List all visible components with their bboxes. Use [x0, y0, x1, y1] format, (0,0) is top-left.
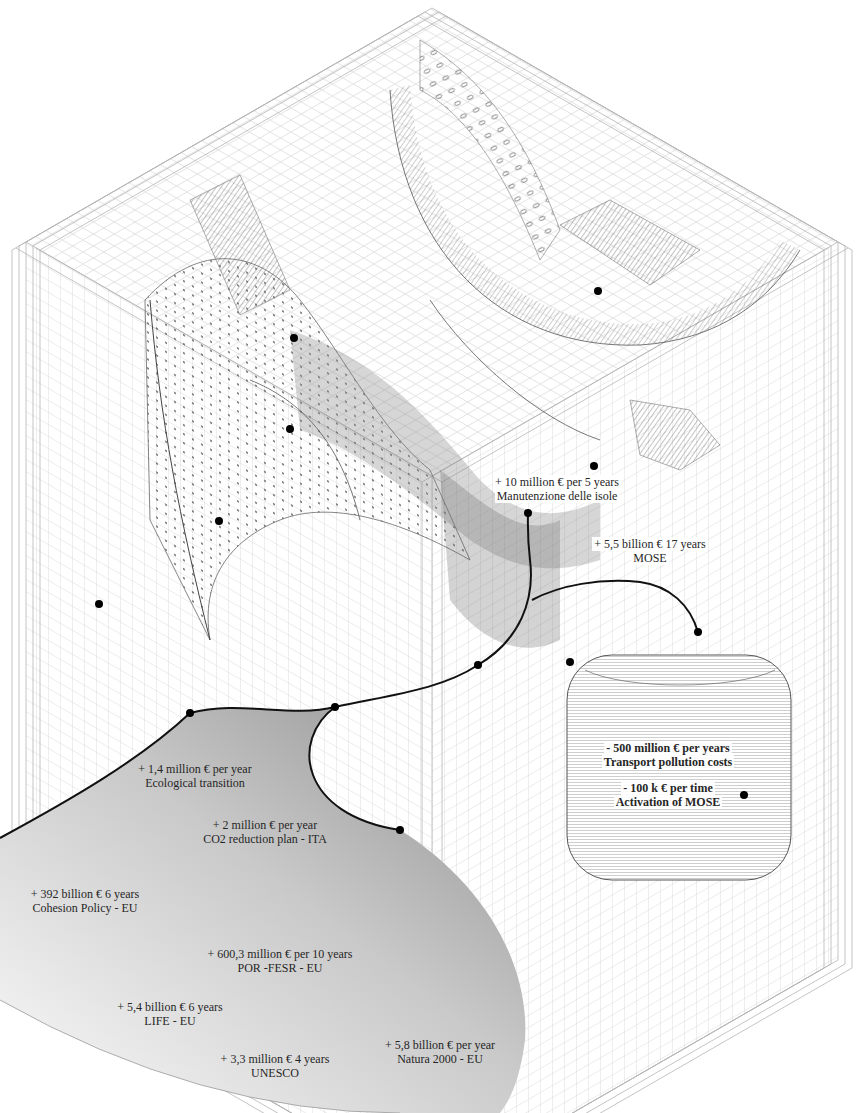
fan-ground: [0, 707, 525, 1113]
cost-box: - 500 million € per yearsTransport pollu…: [565, 650, 795, 885]
funding-text: + 5,8 billion € per year: [385, 1038, 495, 1052]
funding-text: + 5,4 billion € 6 years: [117, 1000, 222, 1014]
cost-label: + 5,5 billion € 17 years: [592, 537, 707, 551]
funding-text: Cohesion Policy - EU: [33, 901, 138, 915]
cost-label: Manutenzione delle isole: [495, 489, 620, 503]
funding-text: Natura 2000 - EU: [397, 1052, 483, 1066]
box-ground: [567, 655, 791, 880]
path-dot: [566, 658, 574, 666]
funding-text: + 600,3 million € per 10 years: [207, 947, 352, 961]
funding-text: Activation of MOSE: [614, 795, 723, 809]
cylinder-outline: [567, 655, 791, 880]
cost-label: + 10 million € per 5 years: [493, 475, 621, 489]
funding-text: + 1,4 million € per year: [138, 762, 251, 776]
funding-fan: + 1,4 million € per yearEcological trans…: [0, 690, 530, 1113]
funding-text: UNESCO: [251, 1066, 299, 1080]
funding-text: Transport pollution costs: [602, 755, 734, 769]
funding-text: - 500 million € per years: [604, 741, 731, 755]
path-dot: [331, 703, 339, 711]
funding-text: POR -FESR - EU: [237, 961, 322, 975]
fan-border: [0, 707, 400, 838]
path-dot: [396, 826, 404, 834]
funding-text: + 2 million € per year: [213, 818, 317, 832]
cylinder-rim: [585, 670, 775, 685]
funding-text: Ecological transition: [145, 776, 245, 790]
cost-label: MOSE: [631, 551, 668, 565]
funding-text: - 100 k € per time: [621, 781, 714, 795]
path-dot: [740, 791, 748, 799]
funding-text: CO2 reduction plan - ITA: [203, 832, 327, 846]
funding-text: + 3,3 million € 4 years: [221, 1052, 330, 1066]
fan-arc: [0, 1000, 400, 1113]
path-dot: [186, 709, 194, 717]
funding-text: + 392 billion € 6 years: [31, 887, 139, 901]
funding-text: LIFE - EU: [144, 1014, 195, 1028]
